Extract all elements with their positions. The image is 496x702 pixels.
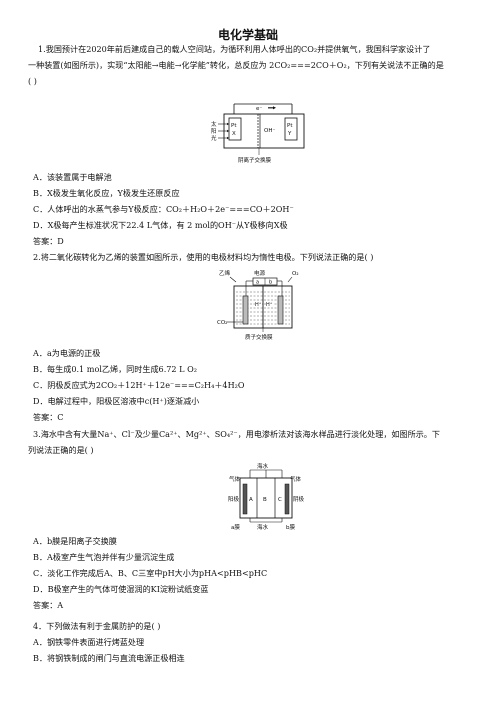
q1-answer: 答案：D [33,236,64,246]
q4-stem: 4．下列做法有利于金属防护的是( ) [33,621,161,631]
q3-figure: 海水 气体 气体 阳极 阴极 A B C a膜 海水 b膜 [228,462,305,531]
q1-fig-sun-2: 阳 [211,127,217,135]
q1-fig-membrane: 阴离子交换膜 [238,156,272,164]
q1-option-a: A．该装置属于电解池 [33,172,112,182]
q3-fig-seawater-top: 海水 [257,462,269,470]
q3-option-c: C．淡化工作完成后A、B、C三室中pH大小为pHA<pHB<pHC [33,568,268,578]
q1-fig-sun-3: 光 [211,134,217,142]
q3-fig-gas-left: 气体 [229,475,241,483]
q3-fig-anode: 阳极 [228,495,240,503]
q2-stem: 2.将二氧化碳转化为乙烯的装置如图所示，使用的电极材料均为惰性电极。下列说法正确… [33,252,374,262]
q2-option-a: A．a为电源的正极 [33,348,101,358]
q1-fig-x: X [232,131,236,137]
q1-fig-y: Y [287,131,292,137]
q1-stem-line3: ( ) [28,76,37,86]
q2-option-d: D．电解过程中，阳极区溶液中c(H⁺)逐渐减小 [33,396,200,406]
q2-option-c: C．阴极反应式为2CO₂＋12H⁺＋12e⁻===C₂H₄＋4H₂O [33,380,245,390]
q2-fig-h-left: H⁺ [255,302,262,308]
q3-fig-room-b: B [263,497,267,503]
q1-fig-electron: e⁻ [256,106,262,112]
q3-fig-membrane-a: a膜 [231,523,240,531]
q2-figure: 乙烯 电源 O₂ a b H⁺ H⁺ CO₂ 质子交换膜 [217,269,299,341]
q1-fig-pt-left: Pt [231,123,237,129]
q3-fig-cathode: 阴极 [293,495,305,503]
q3-option-a: A．b膜是阳离子交换膜 [33,536,117,546]
q1-fig-oh: OH⁻ [264,128,275,134]
q1-figure: e⁻ Pt X Pt Y OH⁻ 太 阳 光 阴离子交换膜 [211,103,305,164]
q2-fig-b: b [269,280,272,286]
q2-fig-o2: O₂ [292,271,299,277]
q2-answer: 答案：C [33,412,64,422]
q1-fig-pt-right: Pt [287,123,293,129]
q2-fig-membrane: 质子交换膜 [245,333,273,341]
q3-fig-room-c: C [278,497,282,503]
q3-option-b: B．A极室产生气泡并伴有少量沉淀生成 [33,552,175,562]
q1-option-d: D．X极每产生标准状况下22.4 L气体，有 2 mol的OH⁻从Y极移向X极 [33,220,288,230]
q1-fig-sun-1: 太 [211,120,217,128]
q3-fig-room-a: A [249,497,253,503]
q1-stem-line1: 1.我国预计在2020年前后建成自己的载人空间站，为循环利用人体呼出的CO₂并提… [38,44,431,54]
q2-fig-ethylene: 乙烯 [219,269,231,277]
q3-answer: 答案：A [33,600,64,610]
q1-option-b: B．X极发生氧化反应，Y极发生还原反应 [33,188,180,198]
q2-fig-co2: CO₂ [217,320,227,326]
page-title: 电化学基础 [217,28,278,42]
q4-option-b: B．将钢铁制成的闸门与直流电源正极相连 [33,653,185,663]
q3-fig-membrane-b: b膜 [286,523,295,531]
q2-fig-a: a [256,280,259,286]
q3-stem-line2: 列说法正确的是( ) [28,445,94,455]
q2-fig-power: 电源 [254,269,266,277]
q3-fig-gas-right: 气体 [290,475,302,483]
q3-fig-seawater-bottom: 海水 [257,523,269,531]
q3-option-d: D．B极室产生的气体可使湿润的KI淀粉试纸变蓝 [33,584,209,594]
q2-option-b: B．每生成0.1 mol乙烯，同时生成6.72 L O₂ [33,364,197,374]
q3-stem-line1: 3.海水中含有大量Na⁺、Cl⁻及少量Ca²⁺、Mg²⁺、SO₄²⁻，用电渗析法… [33,429,440,439]
q1-option-c: C．人体呼出的水蒸气参与Y极反应：CO₂＋H₂O＋2e⁻===CO＋2OH⁻ [33,204,294,214]
q2-fig-h-right: H⁺ [266,302,273,308]
q4-option-a: A．钢铁零件表面进行烤蓝处理 [33,637,145,647]
q1-stem-line2: 一种装置(如图所示)，实现“太阳能→电能→化学能”转化，总反应为 2CO₂===… [28,60,444,70]
